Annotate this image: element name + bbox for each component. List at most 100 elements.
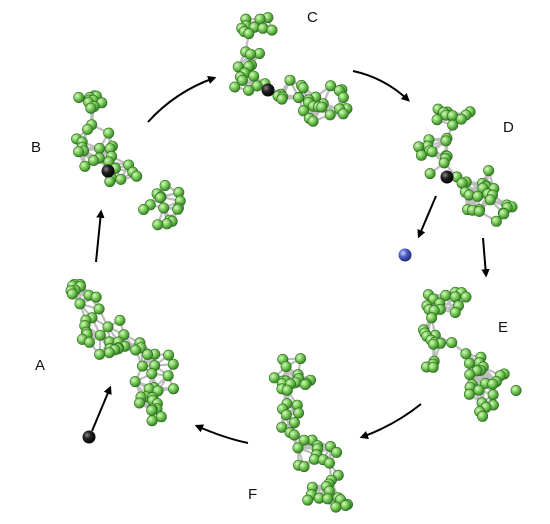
atom (288, 429, 300, 441)
stage-label-e: E (498, 319, 508, 336)
atom (114, 314, 126, 326)
atom (297, 82, 309, 94)
atom (427, 361, 439, 373)
stage-label-d: D (503, 119, 514, 136)
atom (460, 291, 472, 303)
atom (103, 347, 115, 359)
atom (316, 101, 328, 113)
atom (161, 218, 173, 230)
atom (288, 417, 300, 429)
atom (484, 194, 496, 206)
atom (146, 415, 158, 427)
molecule-cluster-b (71, 90, 186, 231)
atom (455, 113, 467, 125)
atom (79, 160, 91, 172)
atom (66, 288, 78, 300)
arrow-e-to-f (359, 403, 422, 439)
atom (337, 108, 349, 120)
atom (426, 312, 438, 324)
arrow-ion-binding (91, 385, 112, 432)
atom (146, 404, 158, 416)
atom (94, 329, 106, 341)
atom (94, 142, 106, 154)
bound-black-ion (261, 83, 275, 97)
stage-label-b: B (31, 139, 41, 156)
arrow-f-to-a (194, 424, 249, 444)
atom (104, 176, 116, 188)
atom (324, 109, 336, 121)
atom (281, 384, 293, 396)
atom (276, 421, 288, 433)
atom (295, 353, 307, 365)
atom (292, 442, 304, 454)
atom (460, 348, 472, 360)
atom (298, 461, 310, 473)
atom (298, 434, 310, 446)
atom (74, 298, 86, 310)
atom (82, 123, 94, 135)
atom (487, 389, 499, 401)
atom (472, 190, 484, 202)
atom (251, 80, 263, 92)
atom (243, 84, 255, 96)
atom (163, 349, 175, 361)
atom (245, 48, 257, 60)
atom (473, 205, 485, 217)
atom (473, 384, 485, 396)
atom (323, 457, 335, 469)
atom (103, 127, 115, 139)
atom (340, 499, 352, 511)
atom (131, 170, 143, 182)
atom (158, 202, 170, 214)
atom (162, 370, 174, 382)
atom (134, 397, 146, 409)
atom (299, 378, 311, 390)
atom (490, 215, 502, 227)
atom (440, 135, 452, 147)
arrow-a-to-b (95, 209, 105, 263)
atom (307, 115, 319, 127)
atom (322, 493, 334, 505)
atom (85, 102, 97, 114)
molecule-cluster-d (413, 103, 518, 227)
bound-black-ion (101, 164, 115, 178)
atom (487, 378, 499, 390)
atom (73, 92, 85, 104)
atom (293, 92, 305, 104)
atom (152, 219, 164, 231)
atom (90, 291, 102, 303)
atom (280, 360, 292, 372)
blue-ion-free (398, 248, 412, 262)
atom (337, 91, 349, 103)
atom (102, 321, 114, 333)
atom (498, 208, 510, 220)
molecule-cluster-e (418, 286, 522, 422)
atom (438, 157, 450, 169)
atom (464, 369, 476, 381)
atom (94, 348, 106, 360)
atom (172, 203, 184, 215)
atom (229, 81, 241, 93)
atom (243, 28, 255, 40)
atom (431, 114, 443, 126)
atom (84, 336, 96, 348)
cycle-arrows (91, 70, 490, 444)
atom (284, 74, 296, 86)
atom (159, 180, 171, 192)
atom (280, 409, 292, 421)
black-ion-free (82, 430, 96, 444)
atom (88, 155, 100, 167)
arrow-d-to-e (481, 237, 490, 278)
atom (168, 383, 180, 395)
atom (325, 80, 337, 92)
atom (510, 384, 522, 396)
atom (236, 74, 248, 86)
molecule-cluster-c (229, 12, 353, 127)
bound-black-ion (440, 170, 454, 184)
atom (73, 146, 85, 158)
molecule-clusters (65, 12, 522, 513)
atom (266, 24, 278, 36)
atom (155, 411, 167, 423)
atom (297, 105, 309, 117)
